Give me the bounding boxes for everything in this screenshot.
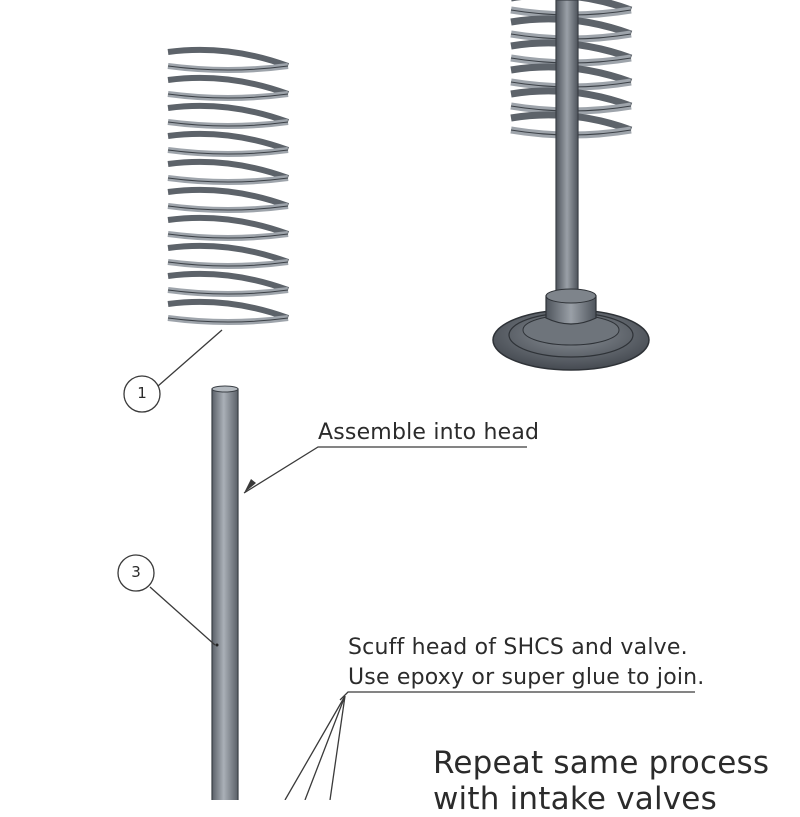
- spring-coil-back: [167, 298, 290, 321]
- spring-coil-edge: [167, 93, 289, 99]
- balloon-1: [123, 375, 161, 413]
- valve-assembly: [492, 0, 650, 371]
- leader-balloon-3: [149, 586, 216, 646]
- spring-coil-edge: [167, 177, 289, 183]
- leader-scuff: [339, 691, 695, 701]
- spring-coil-back: [167, 214, 290, 237]
- valve-collar: [545, 295, 597, 325]
- assembly-diagram: [117, 0, 695, 800]
- note-assemble-into-head: Assemble into head: [318, 420, 540, 445]
- spring-coil-back: [167, 270, 290, 293]
- spring-coil-back: [511, 0, 633, 14]
- note-scuff-line-2: Use epoxy or super glue to join.: [348, 665, 705, 690]
- leader-arrowhead: [244, 479, 256, 493]
- leader-balloon-1: [157, 329, 223, 387]
- spring-coil-back: [167, 102, 290, 125]
- spring-coil-edge: [167, 149, 289, 155]
- valve-stem-rod: [211, 385, 239, 800]
- spring-coil-edge: [167, 233, 289, 239]
- spring-coil-edge: [167, 261, 289, 267]
- spring-coil-back: [167, 46, 290, 69]
- spring-coil-edge: [167, 317, 289, 323]
- spring-coil-back: [167, 242, 290, 265]
- note-repeat-line-1: Repeat same process: [433, 745, 770, 781]
- spring-coil-back: [167, 186, 290, 209]
- valve-stem: [555, 0, 579, 301]
- spring-coil-back: [167, 74, 290, 97]
- valve-collar-top: [545, 288, 597, 304]
- balloon-3: [117, 554, 155, 592]
- spring-coil-back: [167, 130, 290, 153]
- valve-spring: [167, 46, 290, 325]
- spring-coil-edge: [167, 205, 289, 211]
- leader-scuff-branch-1: [284, 695, 346, 800]
- leader-scuff-branch-2: [304, 695, 346, 800]
- leader-assemble: [243, 446, 527, 494]
- spring-coil-edge: [167, 289, 289, 295]
- note-scuff-line-1: Scuff head of SHCS and valve.: [348, 635, 688, 660]
- spring-coil-edge: [167, 121, 289, 127]
- balloon-1-label: 1: [137, 384, 147, 402]
- balloon-3-label: 3: [131, 563, 141, 581]
- spring-coil-back: [167, 158, 290, 181]
- spring-coil-edge: [167, 65, 289, 71]
- leader-scuff-branch-3: [329, 695, 346, 800]
